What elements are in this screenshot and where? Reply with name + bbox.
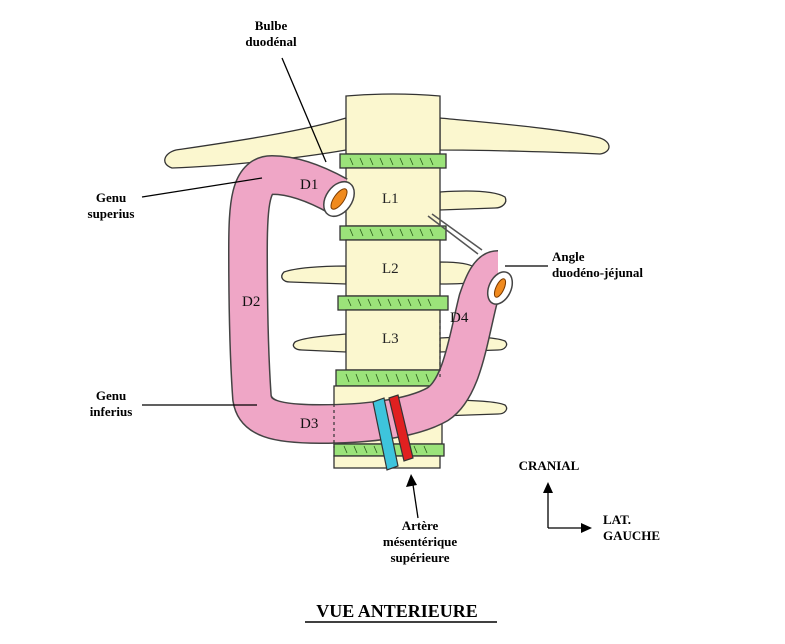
label-cranial: CRANIAL [519,458,580,473]
mesenteric-vein [372,397,399,471]
rib-right-upper [439,117,610,155]
orientation-axes [543,482,592,533]
disc-hatching [343,157,434,454]
rib-left-3 [292,333,347,353]
label-artere-1: Artère [402,518,439,533]
vertebra-label-l3: L3 [382,331,399,347]
label-bulbe-2: duodénal [245,34,297,49]
vertebra-t12 [345,93,441,155]
cranial-arrowhead [543,482,553,493]
artery-pointer-arrowhead [406,474,417,487]
figure-title: VUE ANTERIEURE [316,601,478,621]
label-lat-2: GAUCHE [603,528,660,543]
label-bulbe-1: Bulbe [255,18,288,33]
vertebra-label-l2: L2 [382,261,399,277]
jejunal-opening [486,271,514,305]
mesenteric-vessels [372,394,414,471]
rib-right-1 [439,190,507,211]
vertebra-label-l1: L1 [382,191,399,207]
rib-left-2 [281,265,347,285]
segment-d2: D2 [242,294,260,310]
label-genu-inferius-2: inferius [90,404,133,419]
duodenum [229,156,506,443]
label-artere-2: mésentérique [383,534,458,549]
disc-l2-l3 [337,295,449,311]
bulb-opening [323,180,355,218]
label-artere-3: supérieure [391,550,450,565]
segment-d1: D1 [300,177,318,193]
disc-t12-l1 [339,153,447,169]
ribs [164,117,610,417]
mesenteric-artery [388,394,414,462]
label-genu-inferius-1: Genu [96,388,126,403]
label-genu-superius-2: superius [88,206,135,221]
label-angle-1: Angle [552,249,585,264]
label-angle-2: duodéno-jéjunal [552,265,643,280]
suspensory-ligament [427,213,483,255]
lateral-arrowhead [581,523,592,533]
disc-l1-l2 [339,225,447,241]
segment-d3: D3 [300,416,318,432]
segment-d4: D4 [450,310,469,326]
label-lat-1: LAT. [603,512,631,527]
label-genu-superius-1: Genu [96,190,126,205]
